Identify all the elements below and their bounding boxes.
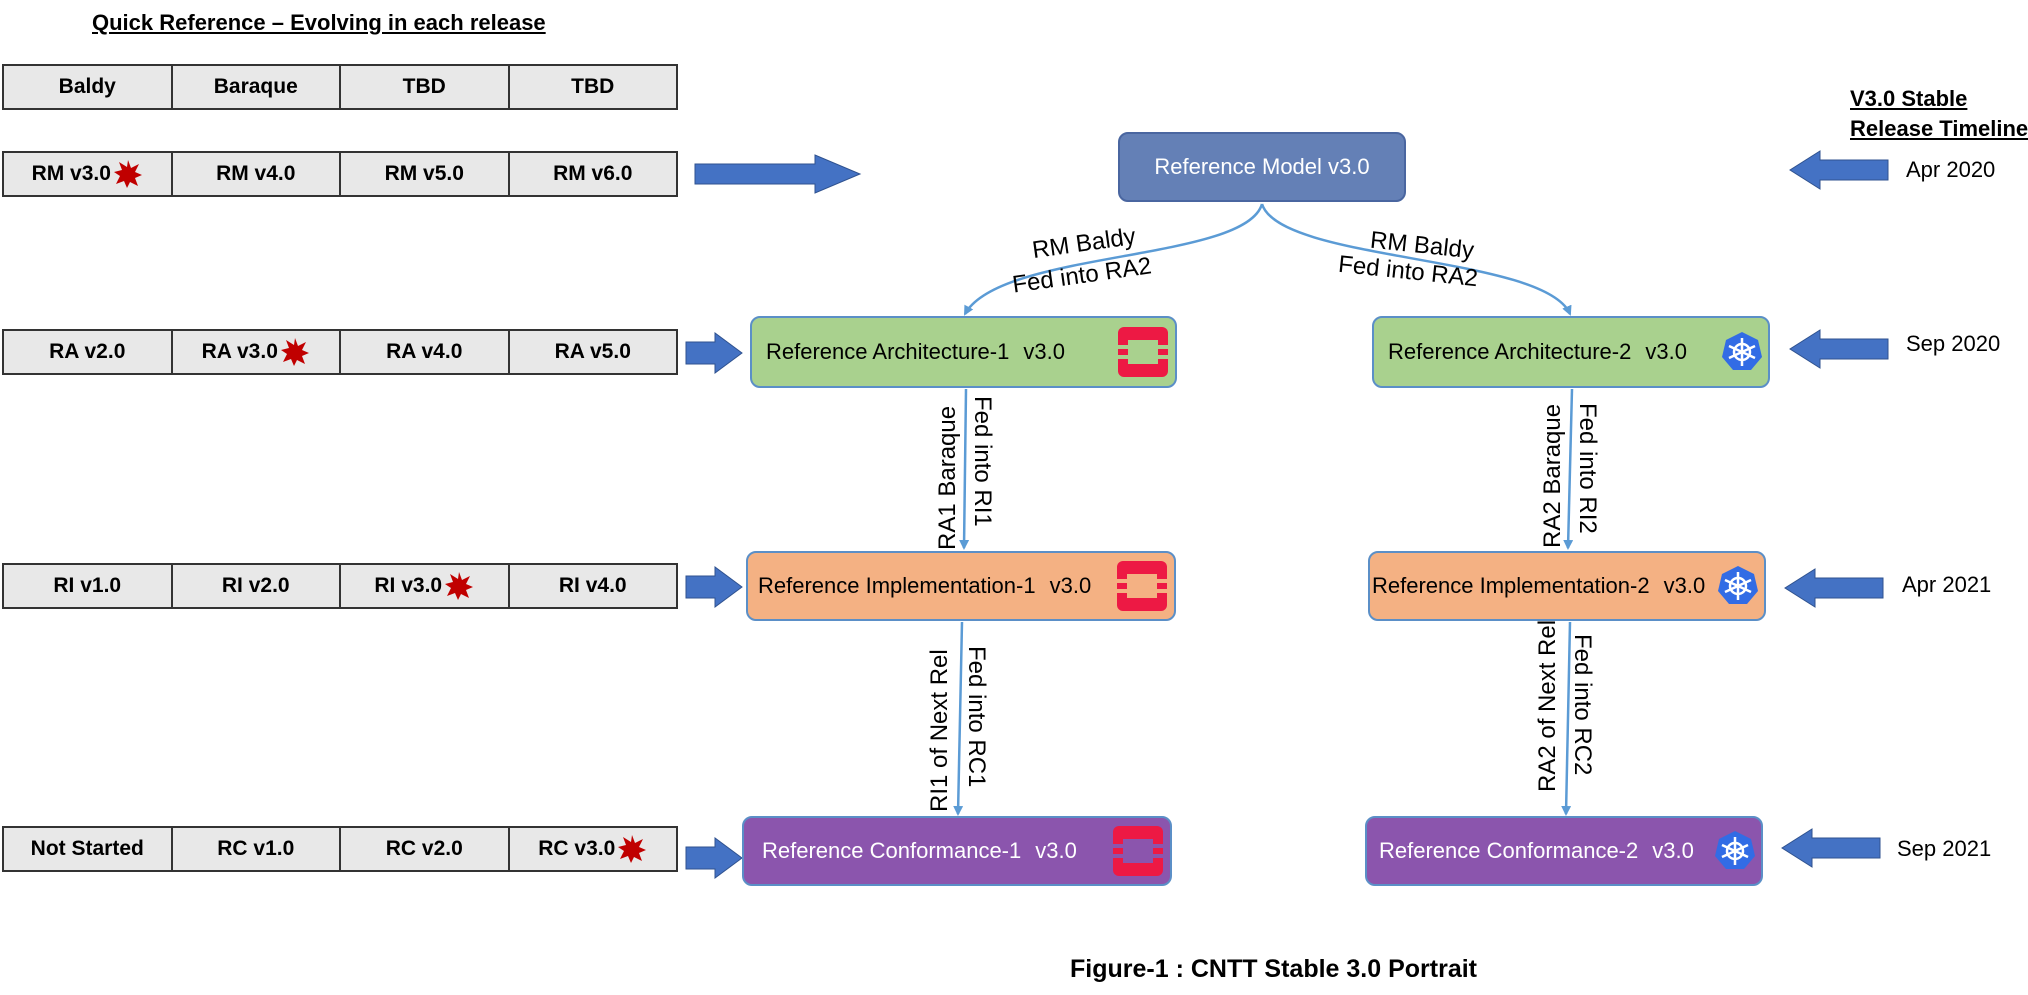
ri1-rc1-label-left: RI1 of Next Rel bbox=[926, 649, 953, 812]
box-version: v3.0 bbox=[1023, 339, 1065, 364]
box-version: v3.0 bbox=[1049, 573, 1092, 598]
ra-row-arrow-icon bbox=[685, 332, 743, 374]
timeline-arrow-apr2020-icon bbox=[1789, 150, 1889, 190]
current-release-star-icon bbox=[280, 338, 309, 366]
timeline-date: Apr 2020 bbox=[1906, 157, 1996, 182]
box-version: v3.0 bbox=[1652, 838, 1694, 863]
rm-row-arrow-icon bbox=[694, 154, 862, 194]
cell-text: RA v3.0 bbox=[201, 340, 278, 363]
openstack-icon bbox=[1117, 561, 1167, 611]
ra2-ri2-label-right: Fed into RI2 bbox=[1574, 403, 1601, 534]
reference-model-box: Reference Model v3.0 bbox=[1118, 132, 1406, 202]
ri1-rc1-label-right: Fed into RC1 bbox=[963, 646, 990, 788]
quick-reference-header-row: Baldy Baraque TBD TBD bbox=[2, 64, 678, 110]
reference-architecture-1-box: Reference Architecture-1 v3.0 bbox=[750, 316, 1177, 388]
reference-implementation-1-box: Reference Implementation-1 v3.0 bbox=[746, 551, 1176, 621]
timeline-title-line2: Release Timeline bbox=[1850, 116, 2028, 141]
ra2-ri2-label-left: RA2 Baraque bbox=[1539, 403, 1566, 548]
connector-ri1-rc1 bbox=[953, 621, 964, 816]
table-cell: RA v4.0 bbox=[341, 331, 510, 373]
reference-conformance-1-box: Reference Conformance-1 v3.0 bbox=[742, 816, 1172, 886]
kubernetes-icon bbox=[1722, 332, 1762, 370]
current-release-star-icon bbox=[618, 835, 647, 863]
ra1-ri1-label-right: Fed into RI1 bbox=[969, 396, 996, 527]
kubernetes-icon bbox=[1718, 566, 1758, 604]
table-cell: RA v2.0 bbox=[4, 331, 173, 373]
quick-reference-rc-row: Not Started RC v1.0 RC v2.0 RC v3.0 bbox=[2, 826, 678, 872]
header-cell: TBD bbox=[571, 75, 615, 98]
timeline-date: Sep 2021 bbox=[1897, 836, 1992, 861]
table-cell: RI v3.0 bbox=[341, 565, 510, 607]
box-label: Reference Architecture-2 bbox=[1388, 339, 1632, 364]
timeline-title: V3.0 Stable Release Timeline bbox=[1850, 84, 2028, 144]
reference-conformance-2-box: Reference Conformance-2 v3.0 bbox=[1365, 816, 1763, 886]
ri2-rc2-label-left: RA2 of Next Rel bbox=[1534, 619, 1561, 792]
timeline-arrow-sep2021-icon bbox=[1781, 828, 1881, 868]
quick-reference-rm-row: RM v3.0 RM v4.0 RM v5.0 RM v6.0 bbox=[2, 151, 678, 197]
table-cell: RA v5.0 bbox=[554, 340, 631, 363]
openstack-icon bbox=[1118, 327, 1168, 377]
table-cell: RM v5.0 bbox=[341, 153, 510, 195]
box-label: Reference Architecture-1 bbox=[766, 339, 1010, 364]
table-cell: RI v1.0 bbox=[4, 565, 173, 607]
quick-reference-ra-row: RA v2.0 RA v3.0 RA v4.0 RA v5.0 bbox=[2, 329, 678, 375]
ra1-ri1-label-left: RA1 Baraque bbox=[934, 405, 961, 550]
reference-architecture-2-box: Reference Architecture-2 v3.0 bbox=[1372, 316, 1770, 388]
header-cell: Baraque bbox=[173, 66, 341, 108]
ri2-rc2-label-right: Fed into RC2 bbox=[1569, 634, 1596, 776]
quick-reference-title: Quick Reference – Evolving in each relea… bbox=[92, 10, 546, 35]
table-cell: RC v2.0 bbox=[341, 828, 510, 870]
table-cell: RC v3.0 bbox=[510, 828, 677, 870]
timeline-arrow-sep2020-icon bbox=[1789, 329, 1889, 369]
header-cell: Baldy bbox=[4, 66, 173, 108]
box-label: Reference Implementation-1 bbox=[758, 573, 1036, 598]
openstack-icon bbox=[1113, 826, 1163, 876]
timeline-date: Sep 2020 bbox=[1906, 331, 2001, 356]
table-cell: RC v1.0 bbox=[173, 828, 341, 870]
table-cell: RI v4.0 bbox=[558, 574, 627, 597]
reference-model-label: Reference Model v3.0 bbox=[1154, 154, 1370, 179]
table-cell: RA v3.0 bbox=[173, 331, 341, 373]
connector-ri2-rc2 bbox=[1561, 621, 1572, 816]
connector-rm-ra1 bbox=[963, 203, 1264, 316]
timeline-date: Apr 2021 bbox=[1902, 572, 1992, 597]
table-cell: Not Started bbox=[4, 828, 173, 870]
current-release-star-icon bbox=[113, 160, 142, 188]
connector-ra2-ri2 bbox=[1563, 388, 1574, 550]
box-label: Reference Implementation-2 bbox=[1372, 573, 1650, 598]
box-version: v3.0 bbox=[1663, 573, 1706, 598]
table-cell: RM v4.0 bbox=[173, 153, 341, 195]
header-cell: TBD bbox=[341, 66, 510, 108]
box-label: Reference Conformance-1 bbox=[762, 838, 1022, 863]
table-cell: RM v6.0 bbox=[553, 162, 633, 185]
rc-row-arrow-icon bbox=[685, 837, 743, 879]
current-release-star-icon bbox=[445, 572, 474, 600]
connector-ra1-ri1 bbox=[959, 388, 970, 550]
ri-row-arrow-icon bbox=[685, 566, 743, 608]
cell-text: RI v3.0 bbox=[374, 574, 443, 597]
connector-rm-ra2 bbox=[1260, 203, 1572, 316]
quick-reference-ri-row: RI v1.0 RI v2.0 RI v3.0 RI v4.0 bbox=[2, 563, 678, 609]
timeline-title-line1: V3.0 Stable bbox=[1850, 86, 1968, 111]
reference-implementation-2-box: Reference Implementation-2 v3.0 bbox=[1368, 551, 1766, 621]
table-cell: RI v2.0 bbox=[173, 565, 341, 607]
box-version: v3.0 bbox=[1645, 339, 1687, 364]
kubernetes-icon bbox=[1715, 831, 1755, 869]
figure-caption: Figure-1 : CNTT Stable 3.0 Portrait bbox=[1070, 955, 1478, 983]
box-label: Reference Conformance-2 bbox=[1379, 838, 1639, 863]
cell-text: RM v3.0 bbox=[31, 162, 111, 185]
table-cell: RM v3.0 bbox=[4, 153, 173, 195]
cell-text: RC v3.0 bbox=[538, 837, 616, 860]
box-version: v3.0 bbox=[1035, 838, 1077, 863]
timeline-arrow-apr2021-icon bbox=[1784, 568, 1884, 608]
